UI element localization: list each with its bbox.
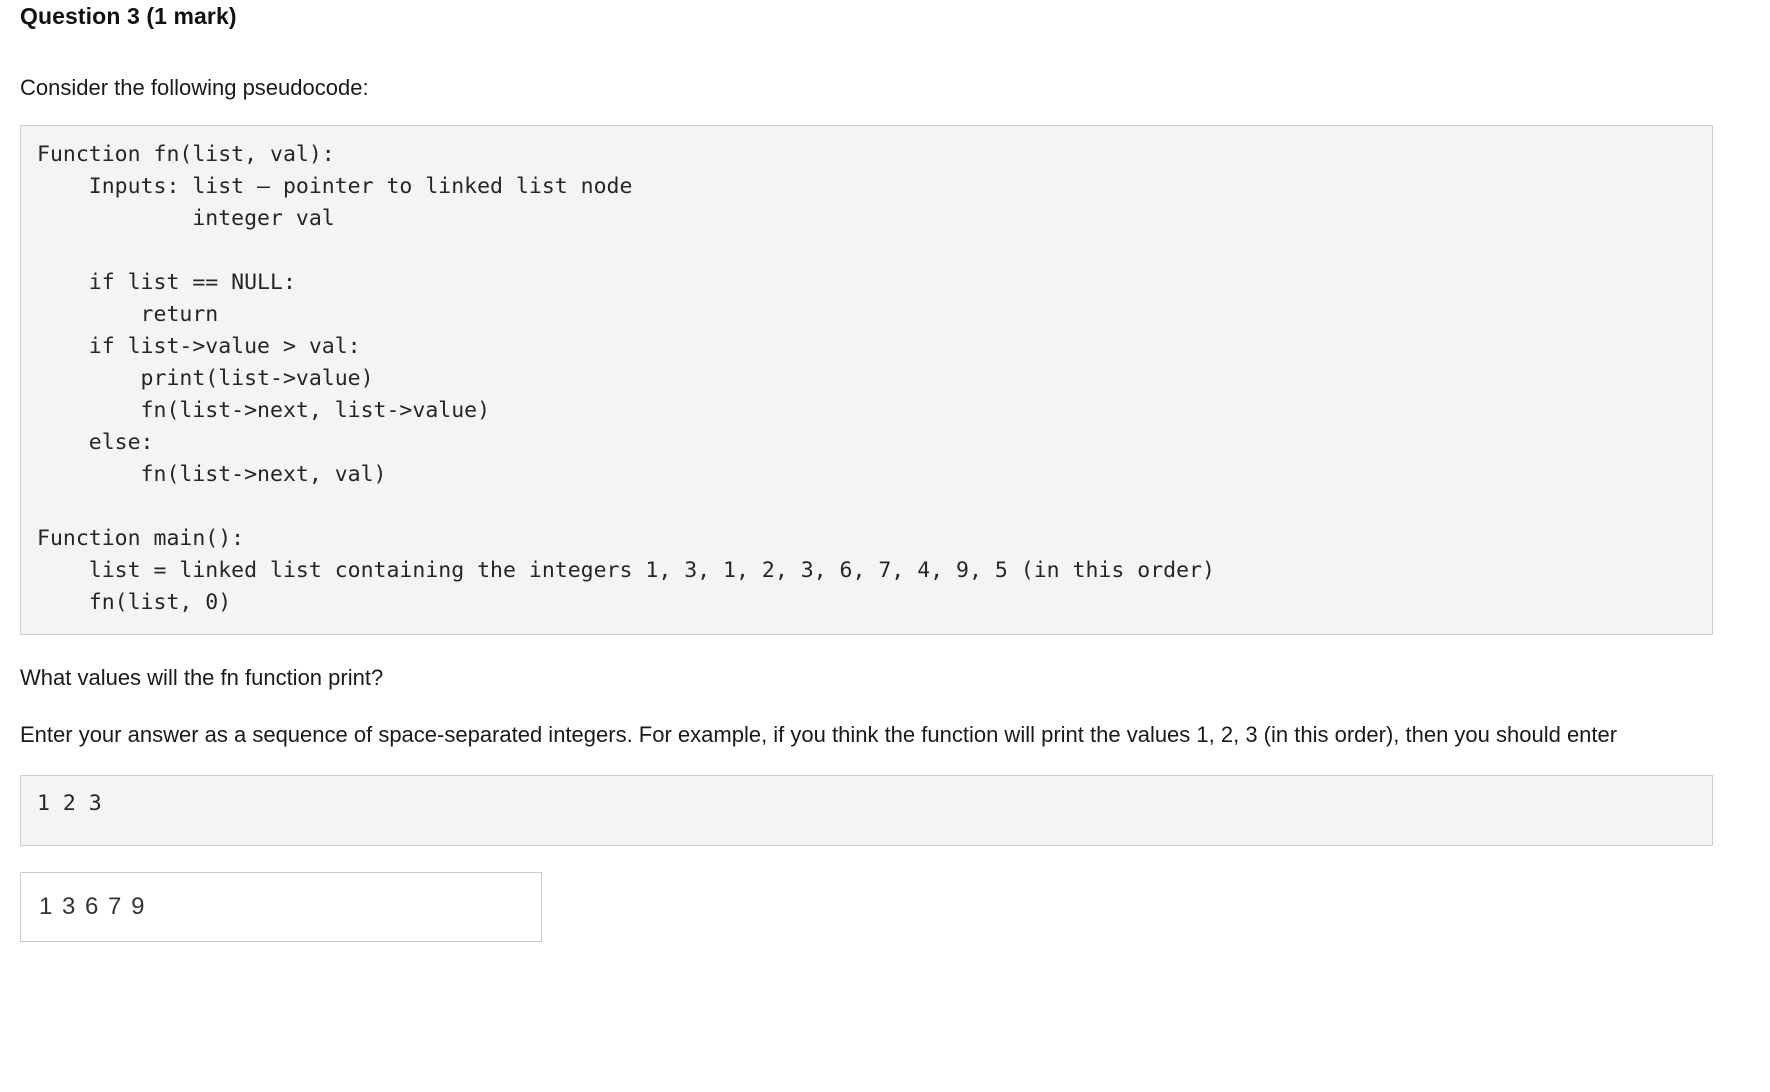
answer-input[interactable]: [20, 872, 542, 942]
example-answer-block: 1 2 3: [20, 775, 1713, 846]
example-answer-text: 1 2 3: [37, 791, 102, 816]
pseudocode-text: Function fn(list, val): Inputs: list — p…: [37, 142, 1215, 615]
question-prompt: What values will the fn function print?: [20, 665, 384, 690]
answer-instructions: Enter your answer as a sequence of space…: [20, 722, 1618, 747]
page-title: Question 3 (1 mark): [20, 3, 237, 29]
pseudocode-block: Function fn(list, val): Inputs: list — p…: [20, 125, 1713, 635]
intro-text: Consider the following pseudocode:: [20, 75, 369, 100]
